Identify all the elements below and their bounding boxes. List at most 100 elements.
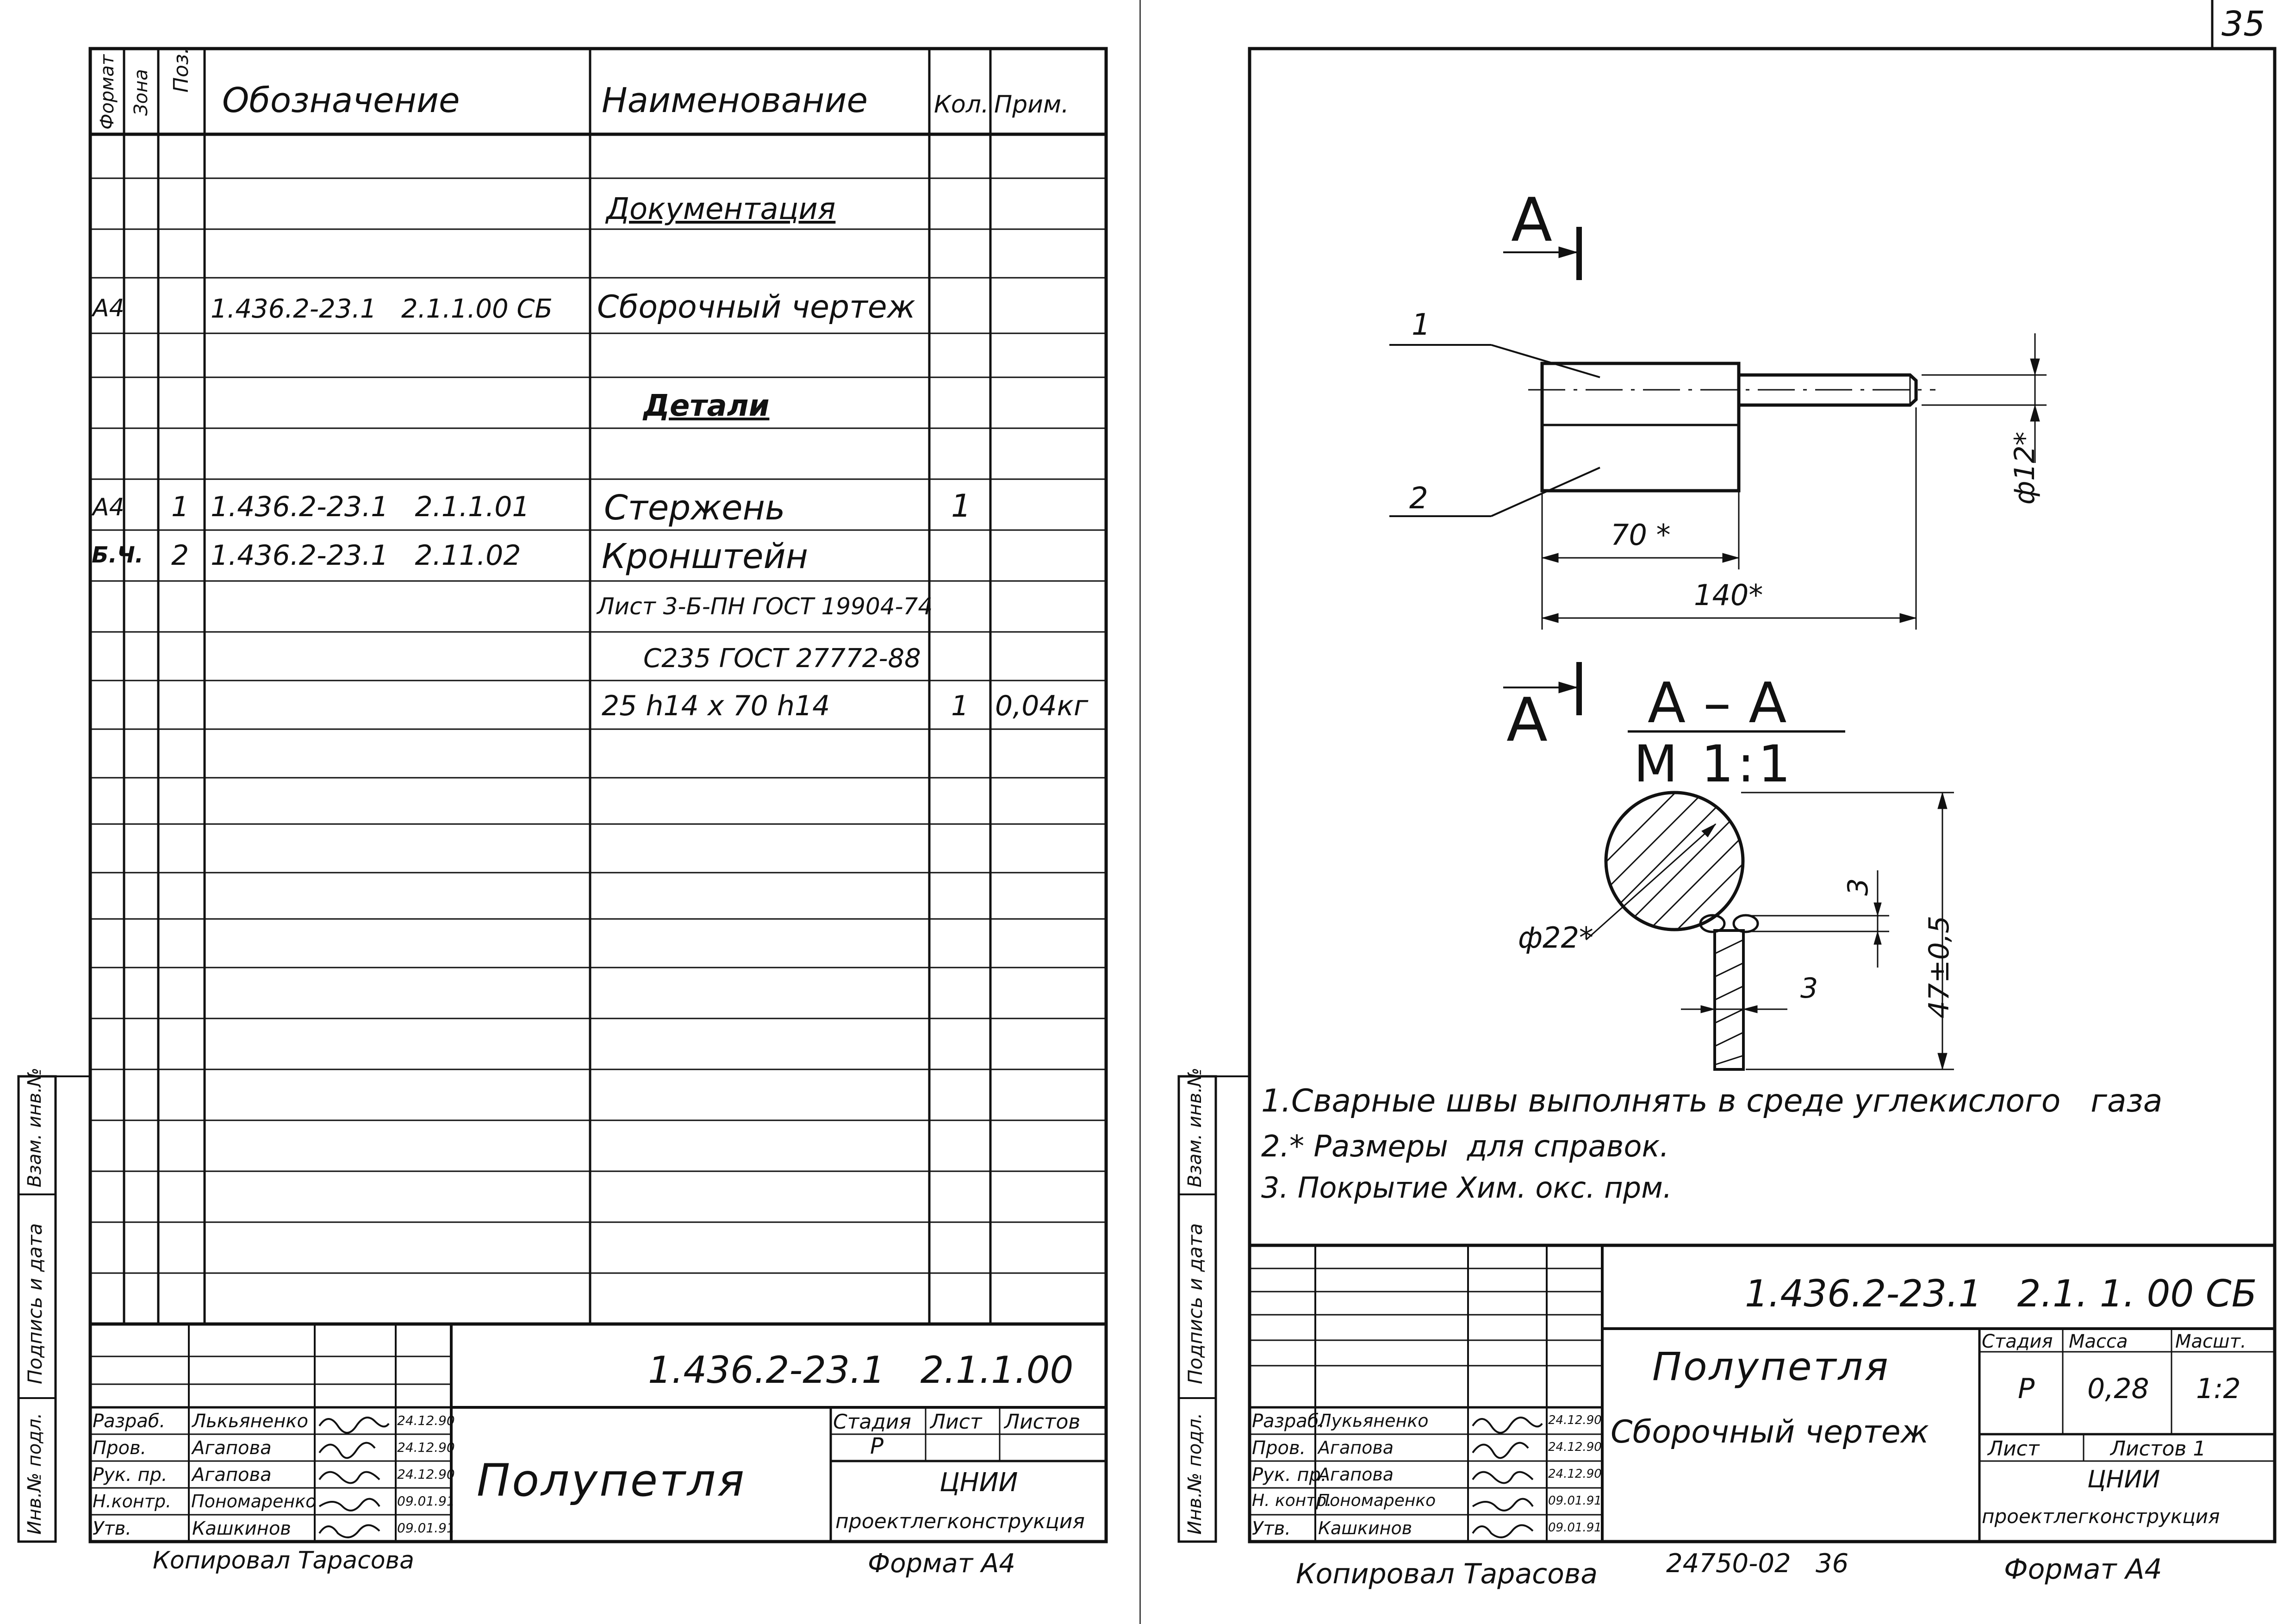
role-right-3-name: Агапова bbox=[1318, 1464, 1394, 1485]
role-4-name: Пономаренко bbox=[191, 1491, 317, 1512]
role-3-name: Агапова bbox=[192, 1464, 272, 1486]
section-mark-top: А bbox=[1511, 185, 1552, 255]
header-note: Прим. bbox=[994, 91, 1069, 119]
material-line-1: Лист 3-Б-ПН ГОСТ 19904-74 bbox=[597, 593, 933, 620]
section-scale: М 1:1 bbox=[1634, 734, 1794, 793]
role-right-4-date: 09.01.91 bbox=[1548, 1494, 1602, 1508]
row-1-name: Сборочный чертеж bbox=[597, 289, 915, 325]
material-note: 0,04кг bbox=[995, 690, 1089, 722]
row-3-designation: 1.436.2-23.1 2.11.02 bbox=[211, 539, 521, 572]
role-right-5: Утв. bbox=[1252, 1518, 1291, 1539]
dim-70: 70 * bbox=[1611, 518, 1671, 552]
page-divider bbox=[1139, 0, 1141, 1624]
title-block-sheets-label: Листов bbox=[1004, 1410, 1081, 1434]
role-3: Рук. пр. bbox=[93, 1464, 168, 1486]
side-label-inv-no-right: Инв.№ подл. bbox=[1184, 1412, 1206, 1535]
title-block-subtitle-right: Сборочный чертеж bbox=[1611, 1414, 1929, 1450]
role-right-2-date: 24.12.90 bbox=[1548, 1440, 1602, 1454]
title-block-code: 1.436.2-23.1 2.1.1.00 bbox=[648, 1349, 1074, 1392]
title-block-org-1: ЦНИИ bbox=[940, 1468, 1018, 1498]
copied-by: Копировал Тарасова bbox=[153, 1547, 415, 1574]
role-5: Утв. bbox=[93, 1518, 131, 1539]
title-block-title: Полупетля bbox=[477, 1455, 746, 1506]
copied-by-right: Копировал Тарасова bbox=[1296, 1558, 1598, 1590]
section-details: Детали bbox=[643, 389, 770, 423]
role-2-date: 24.12.90 bbox=[397, 1440, 455, 1455]
title-block-mass-label-right: Масса bbox=[2069, 1331, 2128, 1352]
role-4-date: 09.01.91 bbox=[397, 1493, 455, 1509]
dim-3-plate: 3 bbox=[1800, 972, 1818, 1005]
title-block-mass-value-right: 0,28 bbox=[2087, 1373, 2149, 1405]
role-right-4-name: Пономаренко bbox=[1317, 1491, 1436, 1510]
role-right-1: Разраб. bbox=[1252, 1411, 1325, 1432]
role-5-date: 09.01.91 bbox=[397, 1520, 455, 1536]
role-3-date: 24.12.90 bbox=[397, 1467, 455, 1482]
material-line-3: 25 h14 x 70 h14 bbox=[602, 690, 830, 722]
archive-number: 24750-02 36 bbox=[1666, 1549, 1849, 1579]
row-2-pos: 1 bbox=[171, 491, 189, 523]
side-label-replaced-inv-right: Взам. инв.№ bbox=[1184, 1068, 1206, 1187]
row-2-format: А4 bbox=[93, 493, 124, 521]
material-line-2: С235 ГОСТ 27772-88 bbox=[643, 643, 921, 674]
role-right-2: Пров. bbox=[1252, 1437, 1306, 1459]
section-title: А – А bbox=[1648, 671, 1787, 736]
role-5-name: Кашкинов bbox=[192, 1518, 291, 1539]
role-1: Разраб. bbox=[93, 1411, 166, 1432]
row-2-qty: 1 bbox=[951, 488, 971, 525]
role-2-name: Агапова bbox=[192, 1437, 272, 1459]
row-3-name: Кронштейн bbox=[602, 537, 808, 576]
note-2: 2.* Размеры для справок. bbox=[1261, 1130, 1669, 1164]
dim-3-weld: 3 bbox=[1842, 878, 1874, 896]
note-3: 3. Покрытие Хим. окс. прм. bbox=[1261, 1171, 1672, 1205]
header-name: Наименование bbox=[602, 81, 868, 120]
role-4: Н.контр. bbox=[93, 1491, 172, 1512]
title-block-code-right: 1.436.2-23.1 2.1. 1. 00 СБ bbox=[1745, 1272, 2257, 1315]
dim-d22: ф22* bbox=[1518, 921, 1593, 955]
role-right-1-name: Лукьяненко bbox=[1318, 1411, 1429, 1431]
role-right-3-date: 24.12.90 bbox=[1548, 1467, 1602, 1481]
section-mark-bottom: А bbox=[1506, 685, 1548, 755]
role-right-1-date: 24.12.90 bbox=[1548, 1413, 1602, 1427]
left-spec-grid bbox=[17, 47, 1108, 1543]
dim-140: 140* bbox=[1694, 578, 1763, 612]
left-signatures bbox=[318, 1417, 390, 1538]
leader-2: 2 bbox=[1409, 481, 1428, 516]
material-qty: 1 bbox=[951, 690, 969, 722]
leader-1: 1 bbox=[1412, 308, 1431, 342]
dim-47: 47±0,5 bbox=[1923, 915, 1955, 1018]
role-1-date: 24.12.90 bbox=[397, 1413, 455, 1428]
dim-d12: ф12* bbox=[2009, 431, 2041, 505]
role-1-name: Лькьяненко bbox=[192, 1411, 308, 1432]
role-right-4: Н. контр. bbox=[1252, 1491, 1332, 1510]
role-right-3: Рук. пр. bbox=[1252, 1464, 1327, 1486]
format-label: Формат А4 bbox=[868, 1549, 1015, 1579]
note-1: 1.Сварные швы выполнять в среде углекисл… bbox=[1261, 1083, 2163, 1119]
title-block-scale-value-right: 1:2 bbox=[2196, 1373, 2241, 1405]
title-block-scale-label-right: Масшт. bbox=[2175, 1331, 2246, 1352]
header-designation: Обозначение bbox=[222, 81, 460, 120]
title-block-sheet-label: Лист bbox=[930, 1410, 982, 1434]
section-documentation: Документация bbox=[606, 192, 836, 226]
format-label-right: Формат А4 bbox=[2004, 1553, 2162, 1586]
title-block-title-right: Полупетля bbox=[1652, 1344, 1890, 1389]
header-qty: Кол. bbox=[934, 91, 989, 119]
role-right-2-name: Агапова bbox=[1318, 1437, 1394, 1458]
row-3-pos: 2 bbox=[171, 539, 189, 572]
page-number: 35 bbox=[2221, 4, 2265, 44]
right-frame-and-drawing bbox=[1177, 0, 2277, 1543]
title-block-org-2-right: проектлегконструкция bbox=[1982, 1505, 2220, 1528]
title-block-stage-value: Р bbox=[870, 1433, 884, 1459]
role-2: Пров. bbox=[93, 1437, 147, 1459]
side-label-signature-date-right: Подпись и дата bbox=[1184, 1223, 1207, 1384]
row-1-designation: 1.436.2-23.1 2.1.1.00 СБ bbox=[211, 294, 553, 324]
role-right-5-date: 09.01.91 bbox=[1548, 1521, 1602, 1535]
row-3-format: Б.Ч. bbox=[92, 542, 143, 568]
row-2-name: Стержень bbox=[604, 488, 785, 528]
title-block-stage-label: Стадия bbox=[833, 1410, 911, 1434]
title-block-sheet-label-right: Лист bbox=[1988, 1437, 2040, 1461]
title-block-stage-label-right: Стадия bbox=[1982, 1331, 2053, 1352]
title-block-sheets-label-right: Листов 1 bbox=[2110, 1437, 2206, 1461]
title-block-stage-value-right: Р bbox=[2018, 1373, 2035, 1405]
role-right-5-name: Кашкинов bbox=[1318, 1518, 1412, 1538]
